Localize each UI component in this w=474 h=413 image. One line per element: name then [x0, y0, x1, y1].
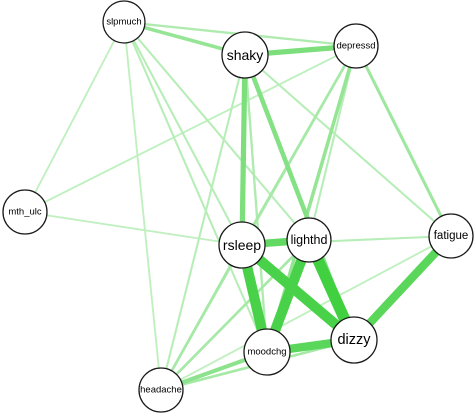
node-lighthd[interactable]: lighthd	[286, 217, 332, 263]
edge-slpmuch-headache	[123, 21, 162, 391]
node-moodchg[interactable]: moodchg	[243, 328, 291, 376]
node-depressd[interactable]: depressd	[333, 23, 379, 69]
edge-slpmuch-rsleep	[123, 21, 243, 246]
edge-depressd-rsleep	[240, 45, 358, 246]
node-shaky-label: shaky	[227, 47, 264, 63]
node-mth-ulc[interactable]: mth_ulc	[2, 189, 48, 235]
node-mth-ulc-circle	[2, 189, 48, 235]
edge-fatigue-dizzy	[350, 233, 455, 343]
edge-slpmuch-mth-ulc	[24, 21, 125, 213]
node-lighthd-circle	[286, 217, 332, 263]
edge-shaky-moodchg	[243, 54, 269, 353]
node-fatigue-label: fatigue	[434, 230, 469, 242]
node-depressd-circle	[333, 23, 379, 69]
edge-depressd-fatigue	[354, 45, 453, 237]
edge-shaky-headache	[159, 54, 247, 391]
node-headache-circle	[138, 367, 184, 413]
edge-lighthd-headache	[160, 239, 310, 391]
node-dizzy[interactable]: dizzy	[330, 316, 378, 364]
node-rsleep-circle	[218, 221, 266, 269]
node-rsleep-label: rsleep	[223, 237, 261, 253]
node-fatigue[interactable]: fatigue	[428, 213, 474, 259]
edge-shaky-fatigue	[244, 54, 452, 237]
node-shaky-circle	[221, 31, 269, 79]
node-headache-label: headache	[140, 385, 182, 396]
node-headache[interactable]: headache	[138, 367, 184, 413]
node-dizzy-label: dizzy	[337, 332, 371, 348]
node-fatigue-circle	[428, 213, 474, 259]
node-slpmuch[interactable]: slpmuch	[102, 0, 146, 44]
node-mth-ulc-label: mth_ulc	[8, 207, 42, 218]
edge-rsleep-dizzy	[238, 241, 358, 344]
node-depressd-label: depressd	[336, 41, 375, 52]
node-shaky[interactable]: shaky	[221, 31, 269, 79]
node-moodchg-label: moodchg	[247, 347, 286, 358]
edge-mth-ulc-rsleep	[24, 211, 243, 246]
node-moodchg-circle	[243, 328, 291, 376]
edge-slpmuch-moodchg	[123, 21, 268, 353]
node-lighthd-label: lighthd	[291, 233, 328, 247]
edge-slpmuch-lighthd	[123, 21, 310, 241]
edge-shaky-rsleep	[239, 54, 248, 246]
node-dizzy-circle	[330, 316, 378, 364]
node-slpmuch-label: slpmuch	[106, 17, 141, 28]
node-rsleep[interactable]: rsleep	[218, 221, 266, 269]
edge-mth-ulc-depressd	[24, 45, 357, 213]
node-slpmuch-circle	[102, 0, 146, 44]
edge-fatigue-headache	[160, 235, 452, 391]
edge-rsleep-headache	[159, 244, 244, 391]
